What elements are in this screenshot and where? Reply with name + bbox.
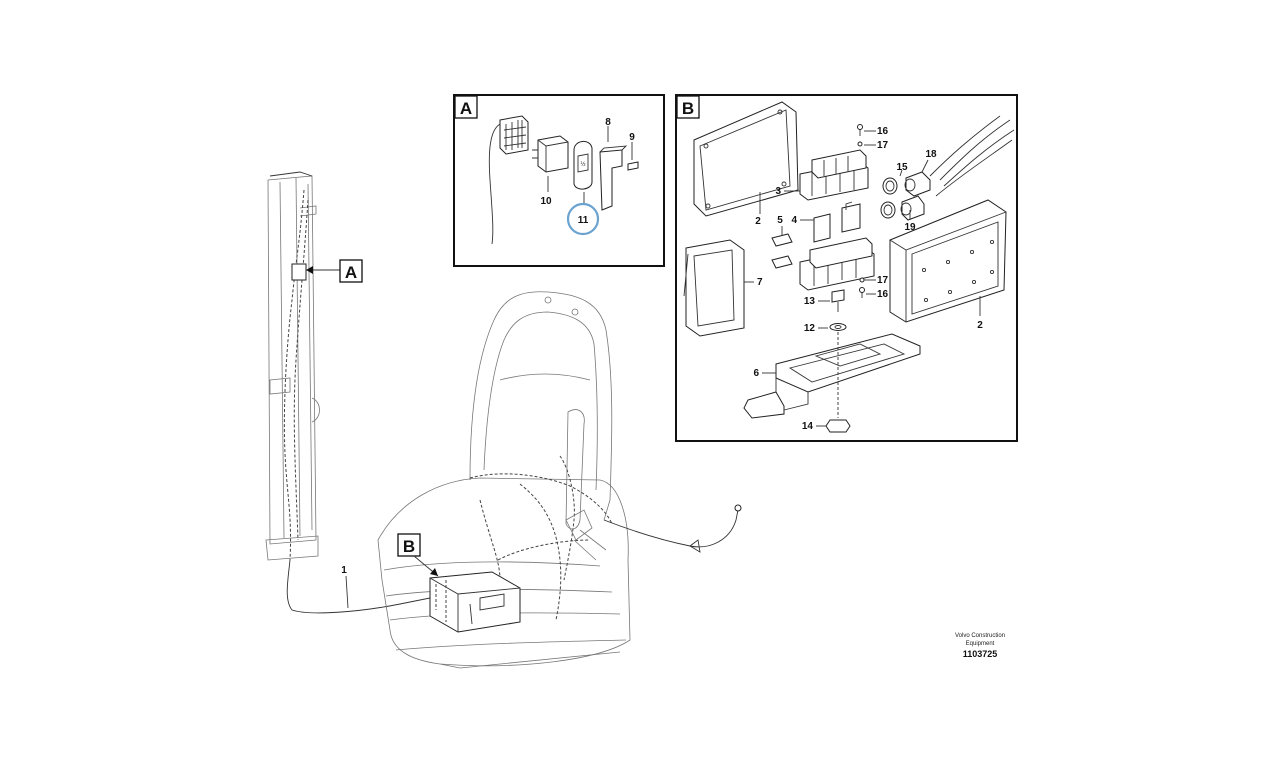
part-17-lower: 17: [877, 275, 889, 286]
svg-text:4: 4: [791, 215, 797, 226]
watermark: Volvo Construction Equipment 1103725: [955, 633, 1005, 659]
svg-text:19: 19: [904, 222, 916, 233]
part-16-top: 16: [877, 126, 889, 137]
part-2-right: 2: [977, 320, 983, 331]
watermark-number: 1103725: [963, 649, 998, 659]
part-16-lower: 16: [877, 289, 889, 300]
svg-text:9: 9: [629, 132, 635, 143]
detail-b-label: B: [682, 99, 694, 118]
harness-cable-1: 1: [286, 559, 441, 614]
callout-1-label: 1: [341, 565, 347, 576]
detail-b-panel: B 2 3 4 5 7: [675, 94, 1018, 442]
watermark-line1: Volvo Construction: [955, 633, 1005, 639]
callout-a: A: [306, 259, 363, 283]
svg-text:12: 12: [804, 323, 816, 334]
part-11-label: 11: [578, 215, 589, 226]
cab-pillar: [265, 171, 320, 561]
detail-a-panel: A 10 ½ 11 8 9: [453, 94, 665, 267]
ground-cable: [603, 504, 742, 553]
svg-text:10: 10: [540, 196, 552, 207]
svg-text:3: 3: [775, 186, 781, 197]
svg-text:7: 7: [757, 277, 763, 288]
svg-text:6: 6: [753, 368, 759, 379]
highlight-circle-11: [566, 202, 600, 236]
callout-a-label: A: [345, 263, 357, 282]
watermark-line2: Equipment: [966, 641, 995, 647]
operator-seat: [377, 291, 631, 669]
callout-b: B: [397, 533, 439, 577]
svg-text:13: 13: [804, 296, 816, 307]
svg-text:2: 2: [755, 216, 761, 227]
svg-text:5: 5: [777, 215, 783, 226]
svg-text:½: ½: [580, 161, 585, 168]
svg-text:8: 8: [605, 117, 611, 128]
svg-text:14: 14: [802, 421, 814, 432]
svg-text:15: 15: [896, 162, 908, 173]
detail-a-label: A: [460, 99, 472, 118]
callout-b-label: B: [403, 537, 415, 556]
part-17-top: 17: [877, 140, 889, 151]
svg-text:18: 18: [925, 149, 937, 160]
